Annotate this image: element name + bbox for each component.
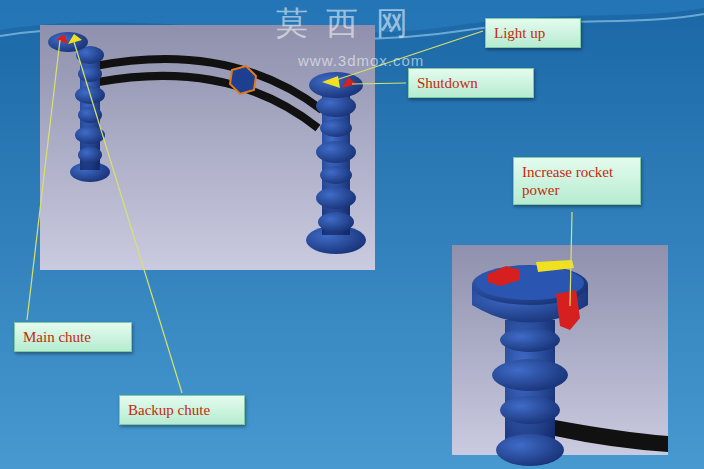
watermark: 莫 西 网 [276,2,412,46]
handlebar [555,420,668,452]
handlebar [95,59,322,128]
callout-label: Main chute [23,328,123,346]
callout-label: Light up [494,24,572,42]
backup-chute-button [68,34,82,44]
callout-label: Shutdown [417,74,525,92]
right-joystick [306,72,366,254]
red-button [488,266,520,286]
main-chute-button [56,34,68,44]
left-joystick [48,32,110,182]
callout-box: Backup chute [119,395,245,425]
callout-label: Backup chute [128,401,236,419]
callout-box: Shutdown [408,68,534,98]
callout-box: Main chute [14,322,132,352]
callout-box: Light up [485,18,581,48]
yellow-button [536,260,574,272]
callout-label: Increase rocket power [522,163,632,199]
watermark: www.3dmox.com [298,52,424,69]
rocket-trigger [556,290,580,330]
callout-box: Increase rocket power [513,157,641,205]
light-button [322,76,340,88]
render-panel [452,245,668,455]
shutdown-button [342,77,356,88]
